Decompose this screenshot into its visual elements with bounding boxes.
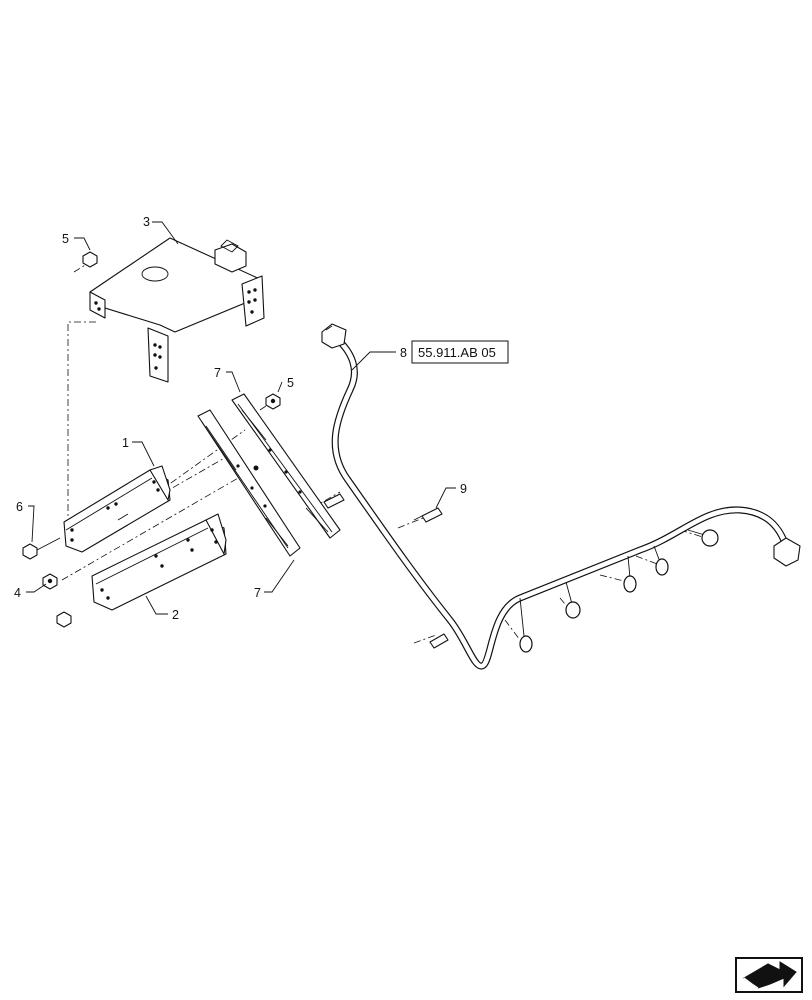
mounting-bracket-right xyxy=(91,513,227,611)
module-mounting-plate xyxy=(89,237,265,383)
callout-7-bottom: 7 xyxy=(254,586,261,600)
callout-8: 8 xyxy=(400,346,407,360)
nut-5-mid xyxy=(265,393,281,410)
callout-labels: 3 5 7 5 1 6 4 2 7 8 9 xyxy=(14,215,467,622)
callout-1: 1 xyxy=(122,436,129,450)
reference-link[interactable]: 55.911.AB 05 xyxy=(411,340,509,364)
connector-pin-lower xyxy=(429,633,449,649)
bolt-6 xyxy=(22,537,61,560)
callout-9: 9 xyxy=(460,482,467,496)
nut-lower xyxy=(56,611,72,628)
mounting-bracket-left xyxy=(63,465,171,553)
callout-5-top: 5 xyxy=(62,232,69,246)
guide-rail-left xyxy=(197,409,301,557)
connector-pin-left xyxy=(323,493,345,509)
rail-fastener xyxy=(253,465,259,471)
callout-2: 2 xyxy=(172,608,179,622)
wire-harness xyxy=(321,323,801,670)
nut-5-top xyxy=(82,251,98,268)
guide-rail-right xyxy=(231,393,341,539)
callout-5-mid: 5 xyxy=(287,376,294,390)
leader-lines xyxy=(26,221,456,615)
next-page-arrow-icon[interactable] xyxy=(735,957,803,993)
callout-6: 6 xyxy=(16,500,23,514)
callout-4: 4 xyxy=(14,586,21,600)
callout-7-top: 7 xyxy=(214,366,221,380)
nut-4 xyxy=(42,573,58,590)
reference-text: 55.911.AB 05 xyxy=(418,345,496,360)
callout-3: 3 xyxy=(143,215,150,229)
connector-pin-9 xyxy=(413,507,443,523)
